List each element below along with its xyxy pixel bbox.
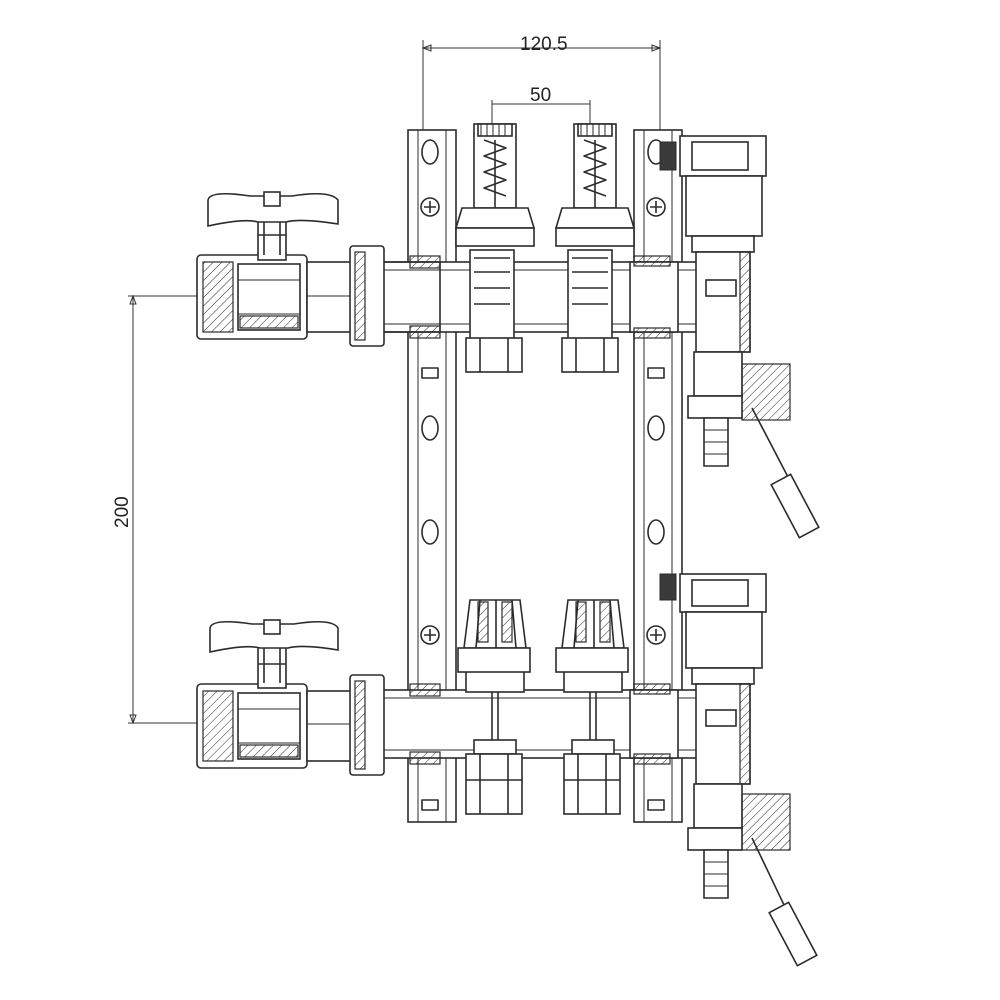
supply-manifold <box>196 123 820 539</box>
return-manifold <box>196 573 818 967</box>
valve-cap-1 <box>457 599 531 673</box>
ball-valve-return <box>196 619 339 769</box>
flowmeter-1 <box>454 123 536 247</box>
valve-cap-2 <box>555 599 629 673</box>
screw-icon <box>646 625 666 645</box>
supply-outlet-2 <box>561 249 619 373</box>
supply-outlet-1 <box>465 249 523 373</box>
screw-icon <box>646 197 666 217</box>
return-outlet-2 <box>563 669 623 815</box>
dimension-label-top-width: 120.5 <box>520 34 568 55</box>
ball-valve-supply <box>196 191 339 340</box>
screw-icon <box>420 197 440 217</box>
valve-handle <box>209 620 339 653</box>
drain-cap <box>770 473 820 539</box>
drain-valve-return <box>687 683 818 967</box>
drain-valve-supply <box>687 251 820 539</box>
flowmeter-2 <box>554 123 636 247</box>
air-vent-return <box>659 573 767 685</box>
return-outlet-1 <box>465 669 525 815</box>
screw-icon <box>420 625 440 645</box>
valve-handle <box>207 192 339 227</box>
dimension-label-manifold-spacing: 200 <box>112 496 133 528</box>
dimension-label-flowmeter-spacing: 50 <box>530 85 551 106</box>
air-vent-supply <box>659 135 767 253</box>
drain-cap <box>768 901 818 967</box>
dimension-manifold-spacing: 200 <box>112 294 200 725</box>
